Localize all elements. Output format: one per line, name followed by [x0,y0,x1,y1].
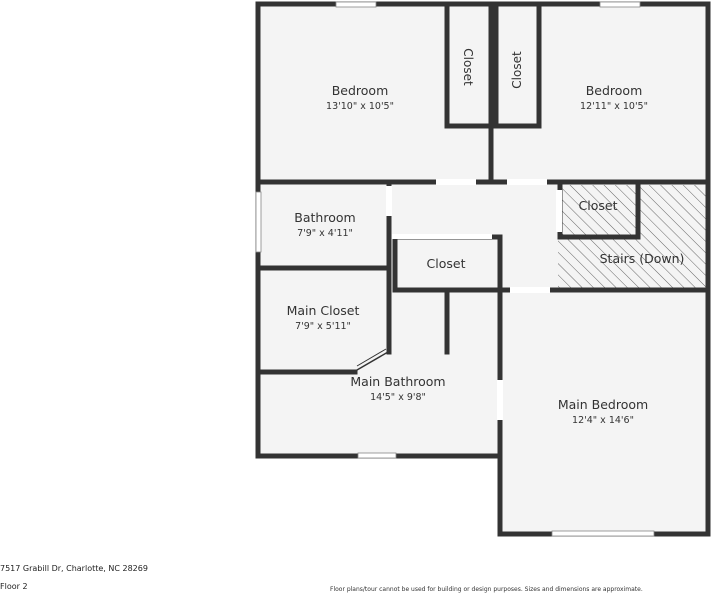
room-stairs: Stairs (Down) [600,251,685,266]
room-dims: 7'9" x 5'11" [295,321,351,332]
room-main-closet: Main Closet 7'9" x 5'11" [287,303,360,332]
floor-label: Floor 2 [0,582,28,591]
room-name: Bathroom [294,210,355,225]
room-dims: 14'5" x 9'8" [370,392,426,403]
room-name: Closet [461,48,475,86]
room-dims: 12'4" x 14'6" [572,415,634,426]
address-caption: 7517 Grabill Dr, Charlotte, NC 28269 [0,564,148,573]
wall-openings [255,1,655,537]
room-name: Closet [427,256,466,271]
room-name: Bedroom [332,83,389,98]
room-dims: 7'9" x 4'11" [297,228,353,239]
room-name: Bedroom [586,83,643,98]
room-closet-stairs: Closet [579,198,618,213]
room-name: Main Bathroom [350,374,445,389]
disclaimer-text: Floor plans/tour cannot be used for buil… [330,586,643,593]
room-dims: 12'11" x 10'5" [580,101,648,112]
room-bedroom-right: Bedroom 12'11" x 10'5" [580,83,648,112]
room-name: Main Closet [287,303,360,318]
room-main-bathroom: Main Bathroom 14'5" x 9'8" [350,374,445,403]
room-closet-left: Closet [461,48,475,86]
room-dims: 13'10" x 10'5" [326,101,394,112]
room-name: Stairs (Down) [600,251,685,266]
room-name: Main Bedroom [558,397,648,412]
room-bedroom-left: Bedroom 13'10" x 10'5" [326,83,394,112]
room-main-bedroom: Main Bedroom 12'4" x 14'6" [558,397,648,426]
room-closet-hall: Closet [427,256,466,271]
room-name: Closet [579,198,618,213]
room-name: Closet [510,51,524,89]
room-closet-right: Closet [510,51,524,89]
room-bathroom: Bathroom 7'9" x 4'11" [294,210,355,239]
